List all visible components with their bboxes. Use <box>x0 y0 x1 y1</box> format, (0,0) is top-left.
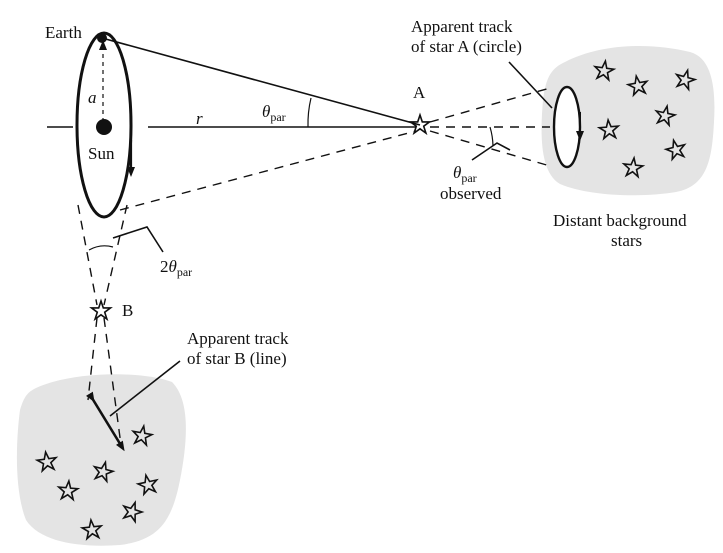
track-a-label-line1: Apparent track <box>411 17 513 36</box>
background-label-line1: Distant background <box>553 211 687 230</box>
background-star-icon <box>56 478 81 502</box>
background-star-icon <box>654 103 678 128</box>
background-star-icon <box>121 500 145 524</box>
sun <box>96 119 112 135</box>
background-stars-patch-right <box>541 46 715 196</box>
theta-par-arc <box>307 97 312 128</box>
star-a-apparent-track <box>552 85 582 169</box>
background-star-icon <box>674 67 698 92</box>
sun-label: Sun <box>88 144 115 163</box>
track-b-label-line1: Apparent track <box>187 329 289 348</box>
star-a-label: A <box>413 83 426 102</box>
theta-par-label: θpar <box>262 102 286 124</box>
background-star-icon <box>596 117 621 141</box>
star-a-icon <box>408 112 432 136</box>
background-star-icon <box>135 472 159 497</box>
star-b-sightline-top-2 <box>103 204 128 306</box>
background-star-icon <box>621 155 646 179</box>
distance-r-label: r <box>196 109 203 128</box>
background-star-icon <box>592 58 617 83</box>
track-b-callout-line <box>109 360 181 417</box>
track-a-label-line2: of star A (circle) <box>411 37 522 56</box>
earth-orbit <box>75 31 133 219</box>
star-b-apparent-track <box>85 391 125 452</box>
observed-label: observed <box>440 184 502 203</box>
track-b-label-line2: of star B (line) <box>187 349 287 368</box>
star-a-sightline-lower-ext <box>429 130 551 167</box>
two-theta-par-arc <box>88 245 114 251</box>
observed-angle-arc <box>489 126 494 147</box>
track-a-callout-line <box>508 61 553 109</box>
earth-to-star-a-line <box>101 37 421 126</box>
earth-label: Earth <box>45 23 82 42</box>
star-b-label: B <box>122 301 133 320</box>
radius-a-label: a <box>88 88 97 107</box>
background-star-icon <box>130 423 155 448</box>
background-star-icon <box>625 73 650 98</box>
star-a-sightline-lower <box>119 130 417 211</box>
star-b-sightline-bottom-1 <box>87 317 98 401</box>
background-label-line2: stars <box>611 231 642 250</box>
background-star-icon <box>663 137 687 162</box>
background-stars-patch-bottom <box>16 374 186 546</box>
star-b-icon <box>89 298 113 322</box>
star-a-sightline-upper <box>429 87 551 123</box>
background-star-icon <box>92 459 116 484</box>
background-star-icon <box>79 517 104 541</box>
star-b-sightline-bottom-2 <box>103 317 122 446</box>
observed-callout-line <box>471 142 511 161</box>
two-theta-callout-line <box>112 226 164 253</box>
two-theta-par-label: 2θpar <box>160 257 192 279</box>
theta-par-observed-label: θpar <box>453 163 477 185</box>
radius-a-arrowhead <box>99 40 107 50</box>
background-star-icon <box>34 449 59 474</box>
star-b-sightline-top <box>77 204 98 306</box>
